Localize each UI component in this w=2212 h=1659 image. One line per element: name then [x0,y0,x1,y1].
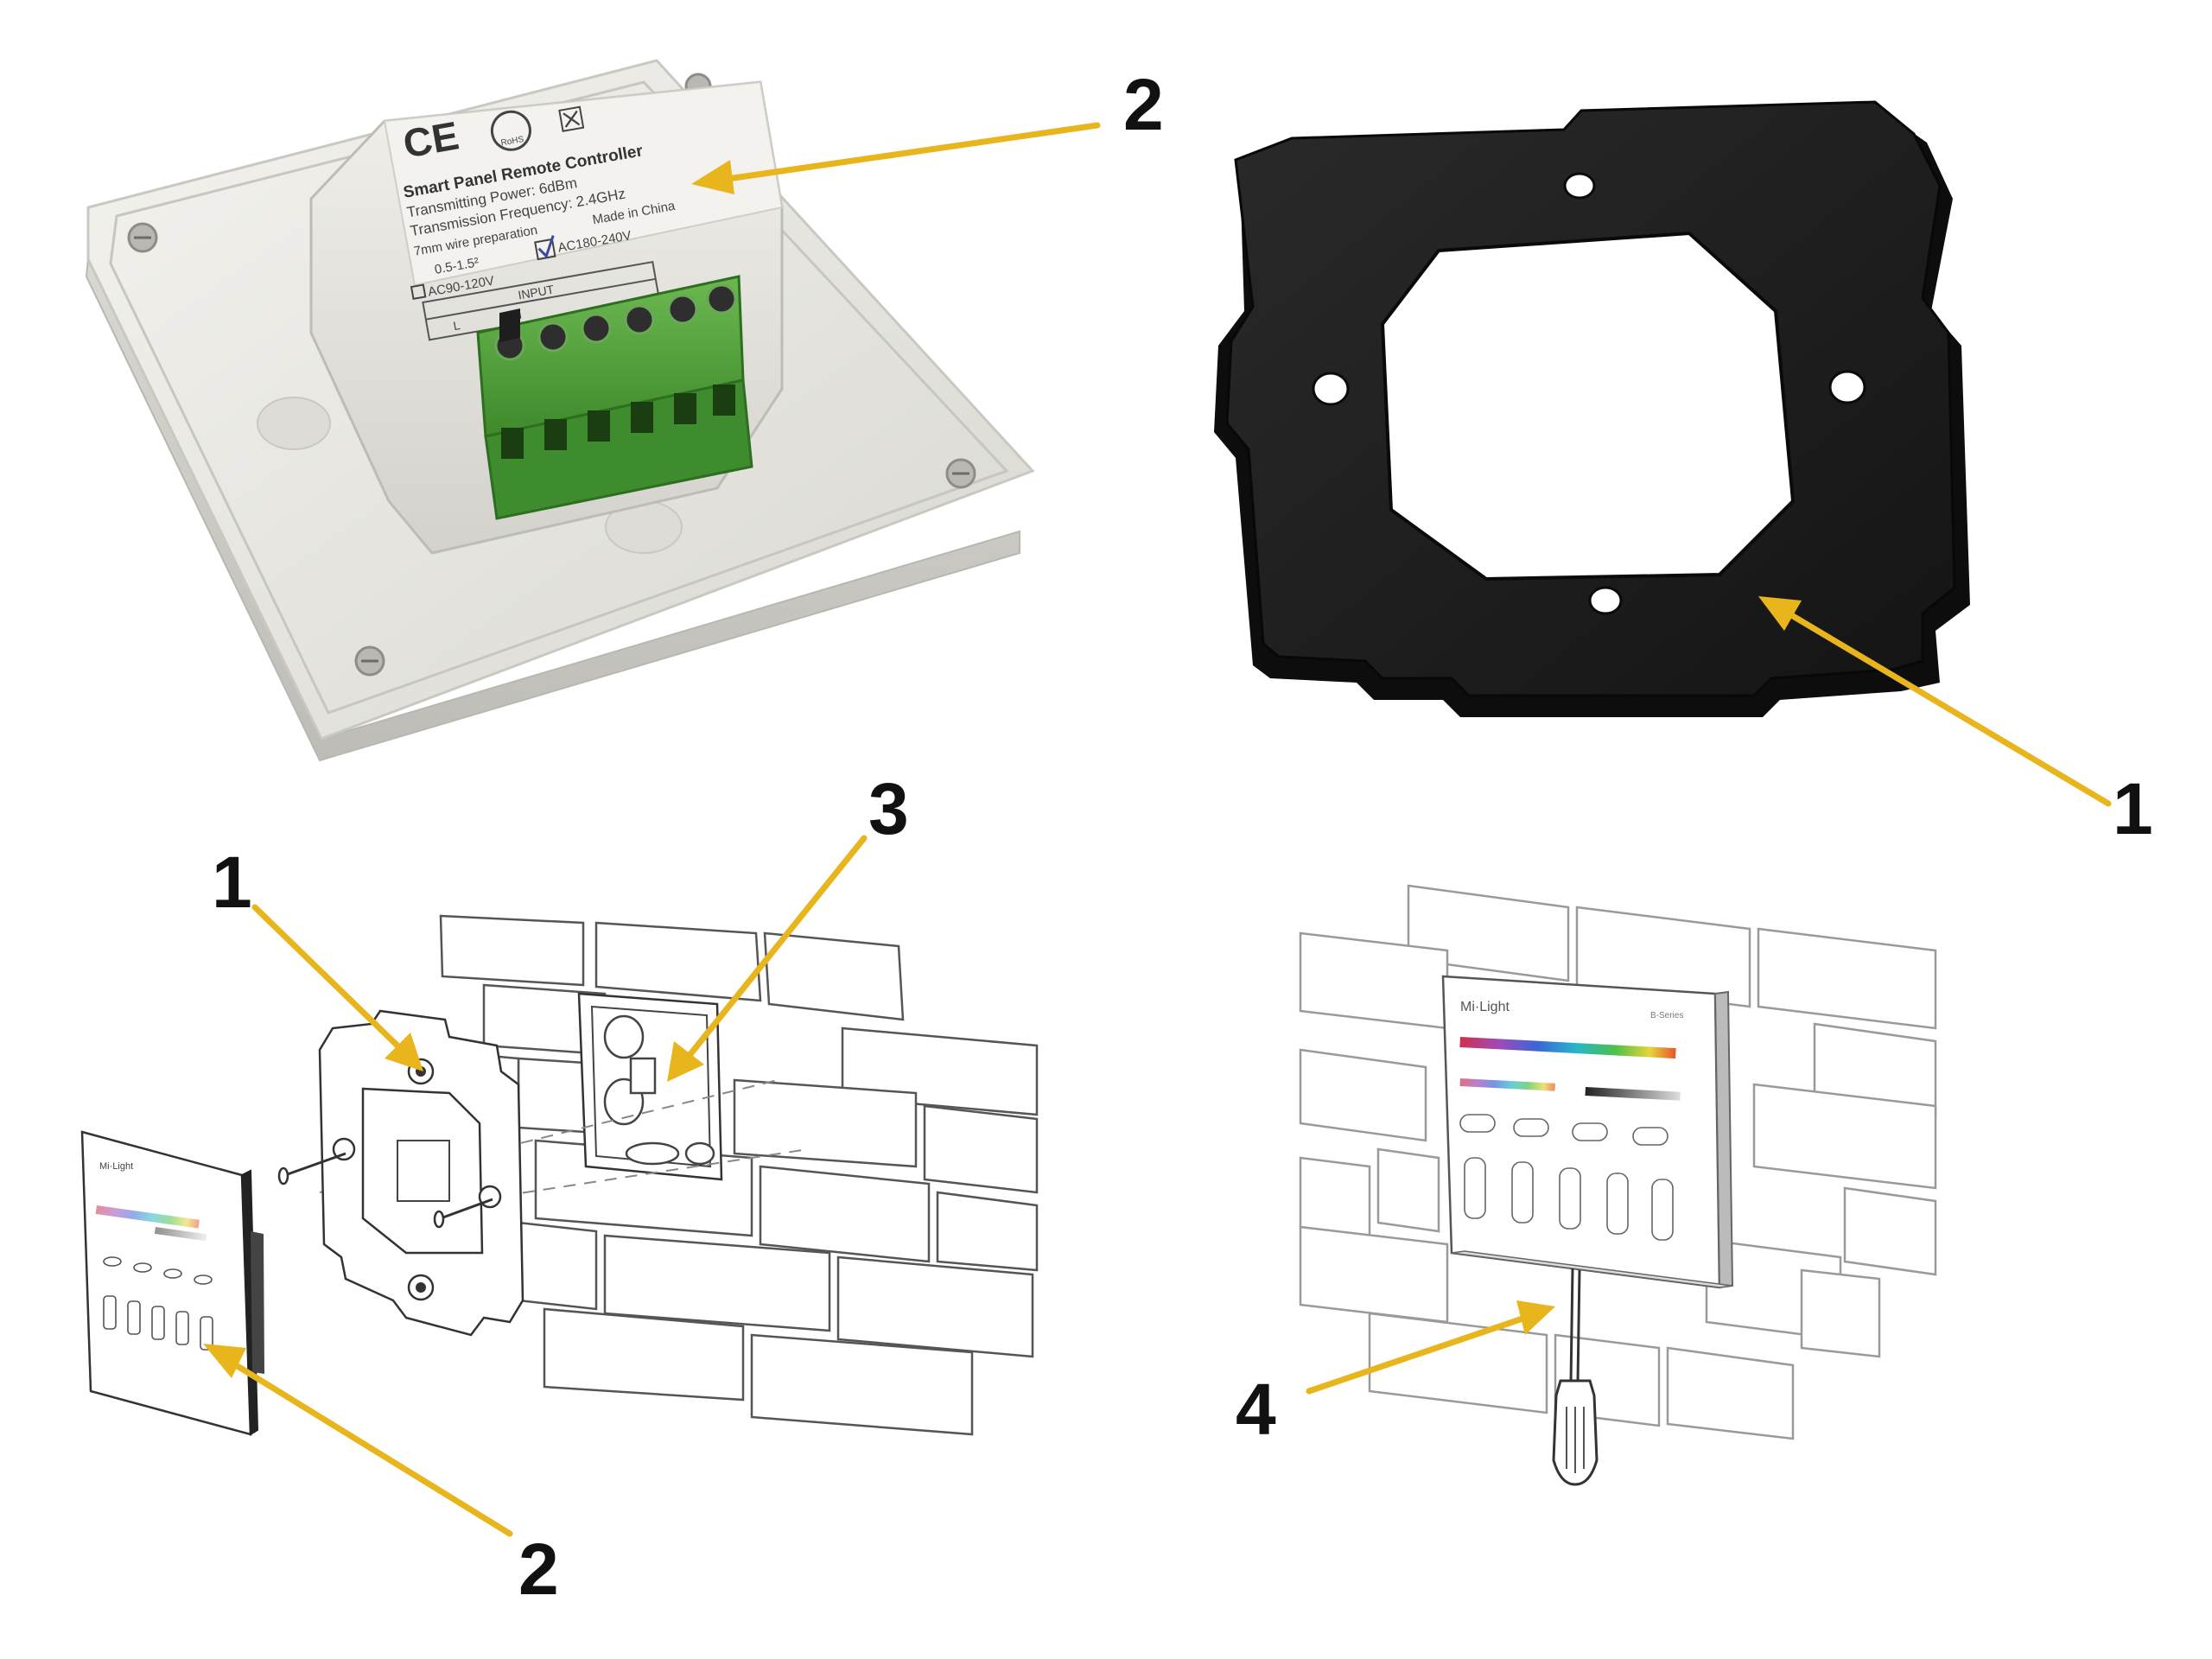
plate-opening [1380,231,1796,582]
callout-2-bottom-left: 2 [518,1529,559,1610]
screw-hole [1563,172,1596,200]
zone-slider[interactable] [1511,1161,1534,1224]
zone-slider[interactable] [1464,1157,1486,1219]
brightness-strip [1585,1087,1681,1101]
color-strip [1459,1037,1676,1059]
zone-button[interactable] [1632,1127,1669,1146]
zone-slider[interactable] [1651,1179,1674,1241]
callout-4-bottom-right: 4 [1236,1369,1276,1450]
screw [354,645,385,677]
callout-2-top-left: 2 [1123,64,1164,145]
rohs-badge [490,110,531,151]
screwdriver-icon [1552,1268,1599,1486]
screw [127,222,158,253]
label-input: INPUT [517,282,556,302]
wall-box [577,992,723,1181]
brick-wall-right [1299,884,1937,1440]
rohs-text: RoHS [500,135,525,149]
ce-mark: CE [400,112,462,166]
screw [945,458,976,489]
controller-back-photo: CE RoHS ☒ Smart Panel Remote Controller … [85,59,1035,762]
panel-brand-large: Mi·Light [1460,1000,1510,1014]
callout-1-top-right: 1 [2113,768,2153,849]
terminal-block [476,275,753,520]
screw-hole [1588,586,1623,615]
mounting-plate-photo [1214,100,1970,717]
zone-slider[interactable] [1559,1167,1581,1230]
front-panel-large: Mi·Light B-Series [1441,975,1734,1289]
callout-arrows [203,122,2112,1537]
zone-button[interactable] [1572,1122,1608,1141]
panel-brand-small: Mi·Light [99,1161,133,1172]
mounting-frame-drawing [318,1009,524,1337]
callout-numbers: 2 1 1 3 2 4 [212,64,2153,1610]
screw-hole [1828,370,1866,404]
exploded-installation: Mi·Light [80,914,1039,1436]
callout-1-bottom-left: 1 [212,842,252,923]
front-panel-small: Mi·Light [80,1130,264,1436]
panel-model-large: B-Series [1650,1011,1683,1020]
mounting-screw [433,1198,493,1229]
callout-3-bottom-left: 3 [868,768,909,849]
zone-slider[interactable] [1606,1173,1629,1235]
zone-button[interactable] [1459,1114,1496,1133]
color-strip-small [1459,1078,1555,1091]
mounting-screw [277,1152,346,1185]
mounted-panel-drawing: Mi·Light B-Series [1299,884,1937,1486]
screw-hole [1312,372,1350,406]
label-terminal-l: L [452,318,461,333]
bin-icon: ☒ [555,99,588,139]
zone-button[interactable] [1513,1118,1549,1137]
